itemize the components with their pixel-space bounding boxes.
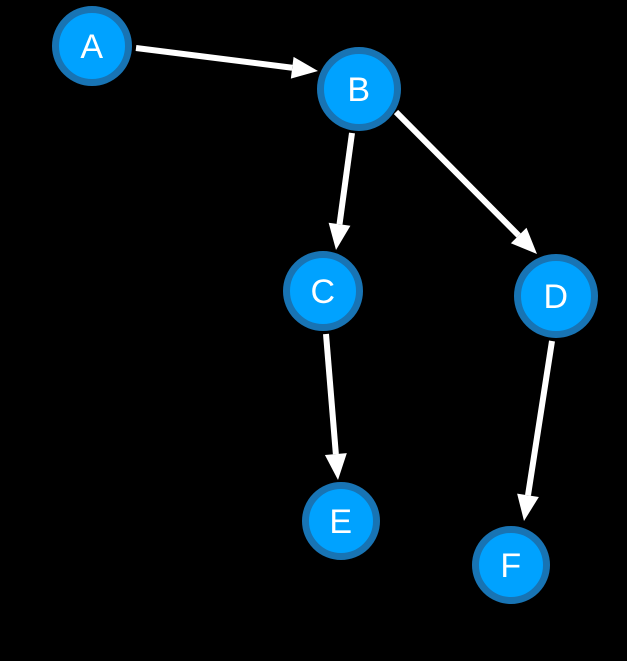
arrowhead-icon xyxy=(290,56,318,79)
edge-line xyxy=(393,109,521,238)
node-ring xyxy=(317,47,401,131)
graph-node-b[interactable]: B xyxy=(317,47,401,131)
node-label: A xyxy=(80,28,103,66)
node-ring xyxy=(283,251,363,331)
edge-a-b[interactable] xyxy=(135,45,318,79)
arrowhead-icon xyxy=(510,227,537,254)
arrowhead-icon xyxy=(517,493,539,521)
graph-node-c[interactable]: C xyxy=(283,251,363,331)
edge-b-c[interactable] xyxy=(328,132,355,250)
graph-node-d[interactable]: D xyxy=(514,254,598,338)
edge-b-d[interactable] xyxy=(393,109,537,254)
edges-layer xyxy=(135,45,555,521)
node-label: C xyxy=(310,273,335,311)
node-ring xyxy=(52,6,132,86)
node-fill xyxy=(55,9,129,83)
edge-line xyxy=(525,340,555,496)
node-label: D xyxy=(543,278,568,316)
nodes-layer: A B C D E F xyxy=(52,6,598,604)
edge-c-e[interactable] xyxy=(323,333,347,480)
arrowhead-icon xyxy=(324,453,347,480)
edge-line xyxy=(135,45,293,71)
node-fill xyxy=(475,529,547,601)
node-label: B xyxy=(347,71,370,109)
node-label: E xyxy=(329,503,352,541)
node-fill xyxy=(286,254,360,328)
node-fill xyxy=(517,257,595,335)
edge-d-f[interactable] xyxy=(517,340,555,521)
arrowhead-icon xyxy=(328,222,351,250)
edge-line xyxy=(336,132,355,225)
graph-node-f[interactable]: F xyxy=(472,526,550,604)
node-ring xyxy=(302,482,380,560)
node-ring xyxy=(514,254,598,338)
node-ring xyxy=(472,526,550,604)
node-fill xyxy=(305,485,377,557)
graph-node-e[interactable]: E xyxy=(302,482,380,560)
node-fill xyxy=(320,50,398,128)
node-label: F xyxy=(500,547,521,585)
graph-node-a[interactable]: A xyxy=(52,6,132,86)
edge-line xyxy=(323,333,339,455)
